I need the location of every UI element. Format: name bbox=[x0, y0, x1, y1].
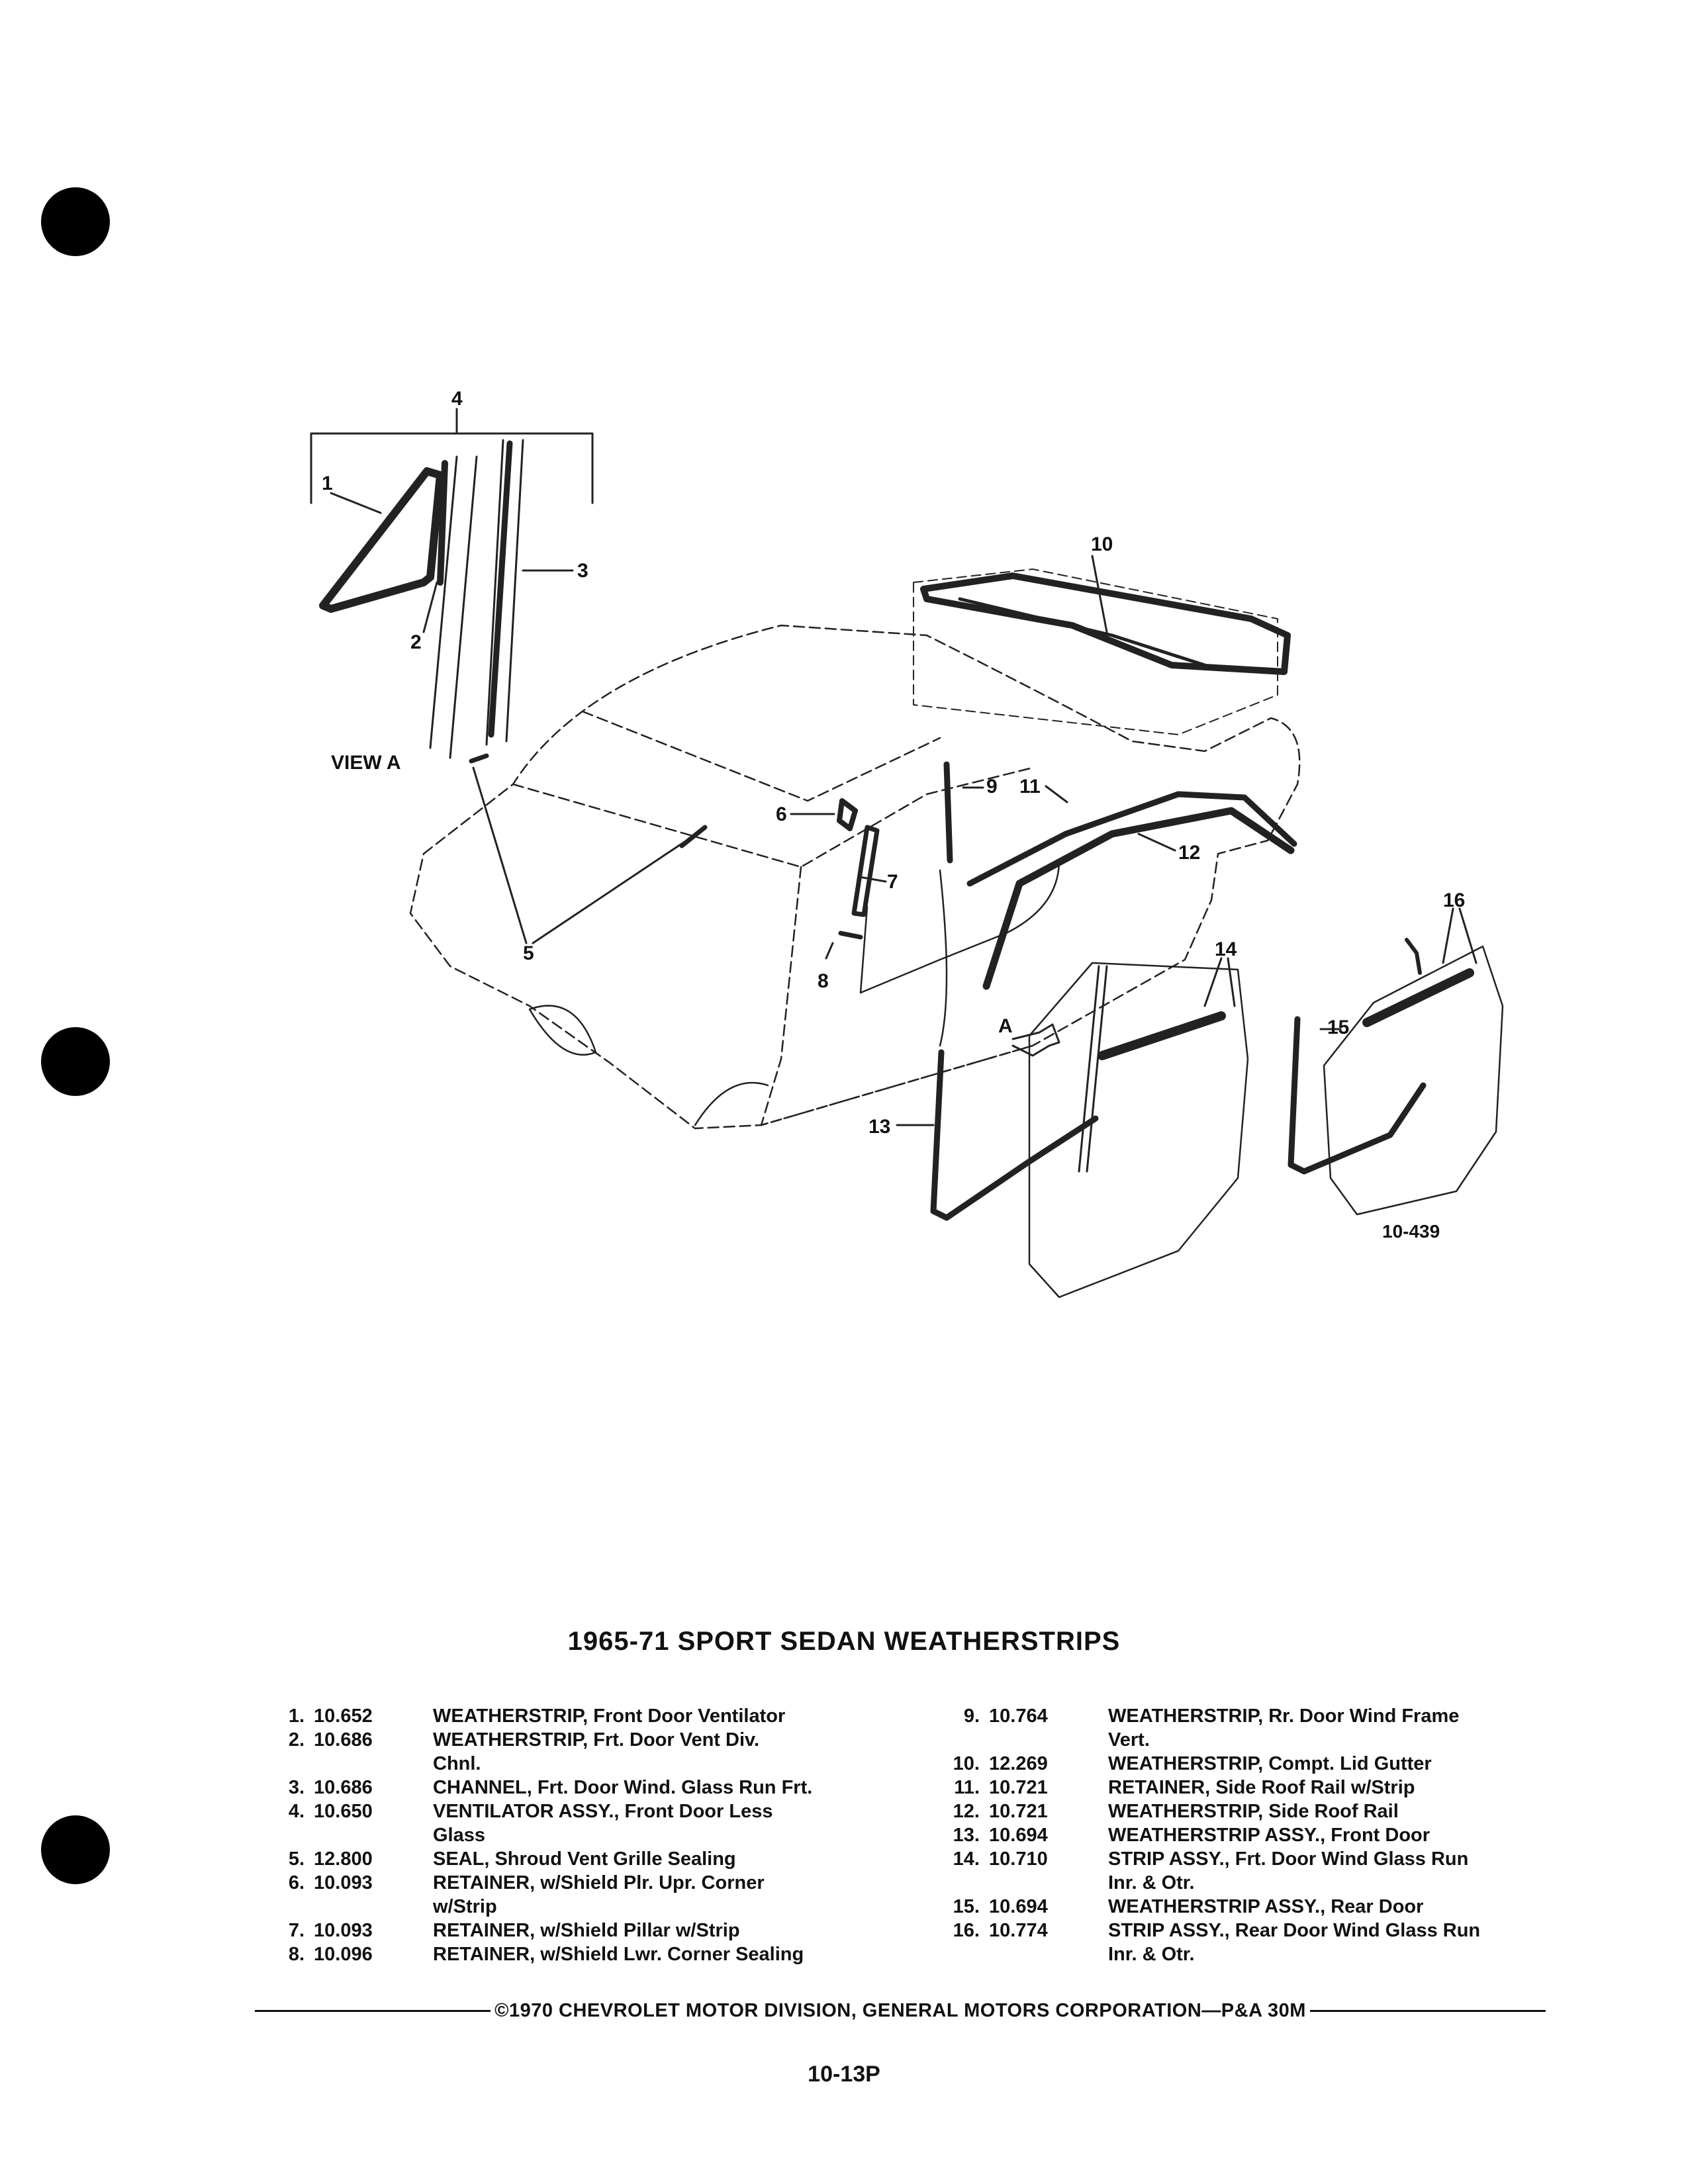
front-door-weatherstrip bbox=[930, 1049, 1099, 1221]
punch-hole-middle bbox=[41, 1027, 110, 1096]
vent-div-channel bbox=[437, 460, 448, 586]
figure-id: 10-439 bbox=[1382, 1221, 1440, 1242]
copyright-footer: ©1970 CHEVROLET MOTOR DIVISION, GENERAL … bbox=[255, 2000, 1546, 2022]
roof-rail-weatherstrip bbox=[982, 807, 1295, 990]
copyright-text: ©1970 CHEVROLET MOTOR DIVISION, GENERAL … bbox=[494, 2000, 1306, 2021]
weatherstrip-diagram: 4 1 2 3 VIEW A 10 9 11 6 12 7 5 8 16 14 … bbox=[310, 388, 1504, 1298]
punch-hole-top bbox=[41, 187, 110, 256]
callout-15: 15 bbox=[1327, 1017, 1349, 1038]
front-door-outline bbox=[1028, 962, 1249, 1298]
callout-2: 2 bbox=[410, 631, 422, 653]
callout-8: 8 bbox=[818, 970, 829, 992]
callout-13: 13 bbox=[868, 1116, 890, 1138]
callout-12: 12 bbox=[1178, 842, 1200, 864]
rear-door-outline bbox=[1323, 945, 1504, 1216]
callout-10: 10 bbox=[1091, 533, 1113, 555]
lower-corner-retainer bbox=[838, 931, 863, 940]
page-title: 1965-71 SPORT SEDAN WEATHERSTRIPS bbox=[567, 1627, 1121, 1656]
callout-9: 9 bbox=[986, 776, 998, 797]
rear-door-glass-run bbox=[1362, 968, 1474, 1027]
roof-rail-retainer bbox=[966, 791, 1297, 887]
footer-rule-right bbox=[1309, 2010, 1546, 2012]
view-a-bracket bbox=[310, 432, 594, 504]
trunk-lid-weatherstrip bbox=[920, 572, 1291, 675]
callout-6: 6 bbox=[776, 803, 787, 825]
callout-14: 14 bbox=[1215, 938, 1237, 960]
rear-door-frame-vert bbox=[943, 761, 953, 864]
arrow-a-label: A bbox=[998, 1015, 1013, 1037]
page-number: 10-13P bbox=[808, 2062, 880, 2087]
rear-door-weatherstrip bbox=[1288, 1016, 1427, 1175]
callout-7: 7 bbox=[887, 871, 898, 893]
glass-run-channel bbox=[488, 440, 513, 738]
callout-5: 5 bbox=[523, 942, 534, 964]
pillar-retainer bbox=[851, 825, 880, 917]
punch-hole-bottom bbox=[41, 1815, 110, 1884]
callout-4: 4 bbox=[451, 388, 463, 410]
upper-corner-retainer bbox=[837, 798, 858, 831]
vent-frame bbox=[319, 467, 444, 613]
view-a-label: VIEW A bbox=[331, 752, 401, 774]
callout-11: 11 bbox=[1019, 776, 1041, 797]
footer-rule-left bbox=[255, 2010, 491, 2012]
callout-16: 16 bbox=[1443, 889, 1465, 911]
callout-1: 1 bbox=[322, 473, 333, 494]
car-body-outline bbox=[409, 624, 1301, 1130]
callout-3: 3 bbox=[577, 560, 588, 582]
front-door-glass-run bbox=[1098, 1011, 1226, 1060]
